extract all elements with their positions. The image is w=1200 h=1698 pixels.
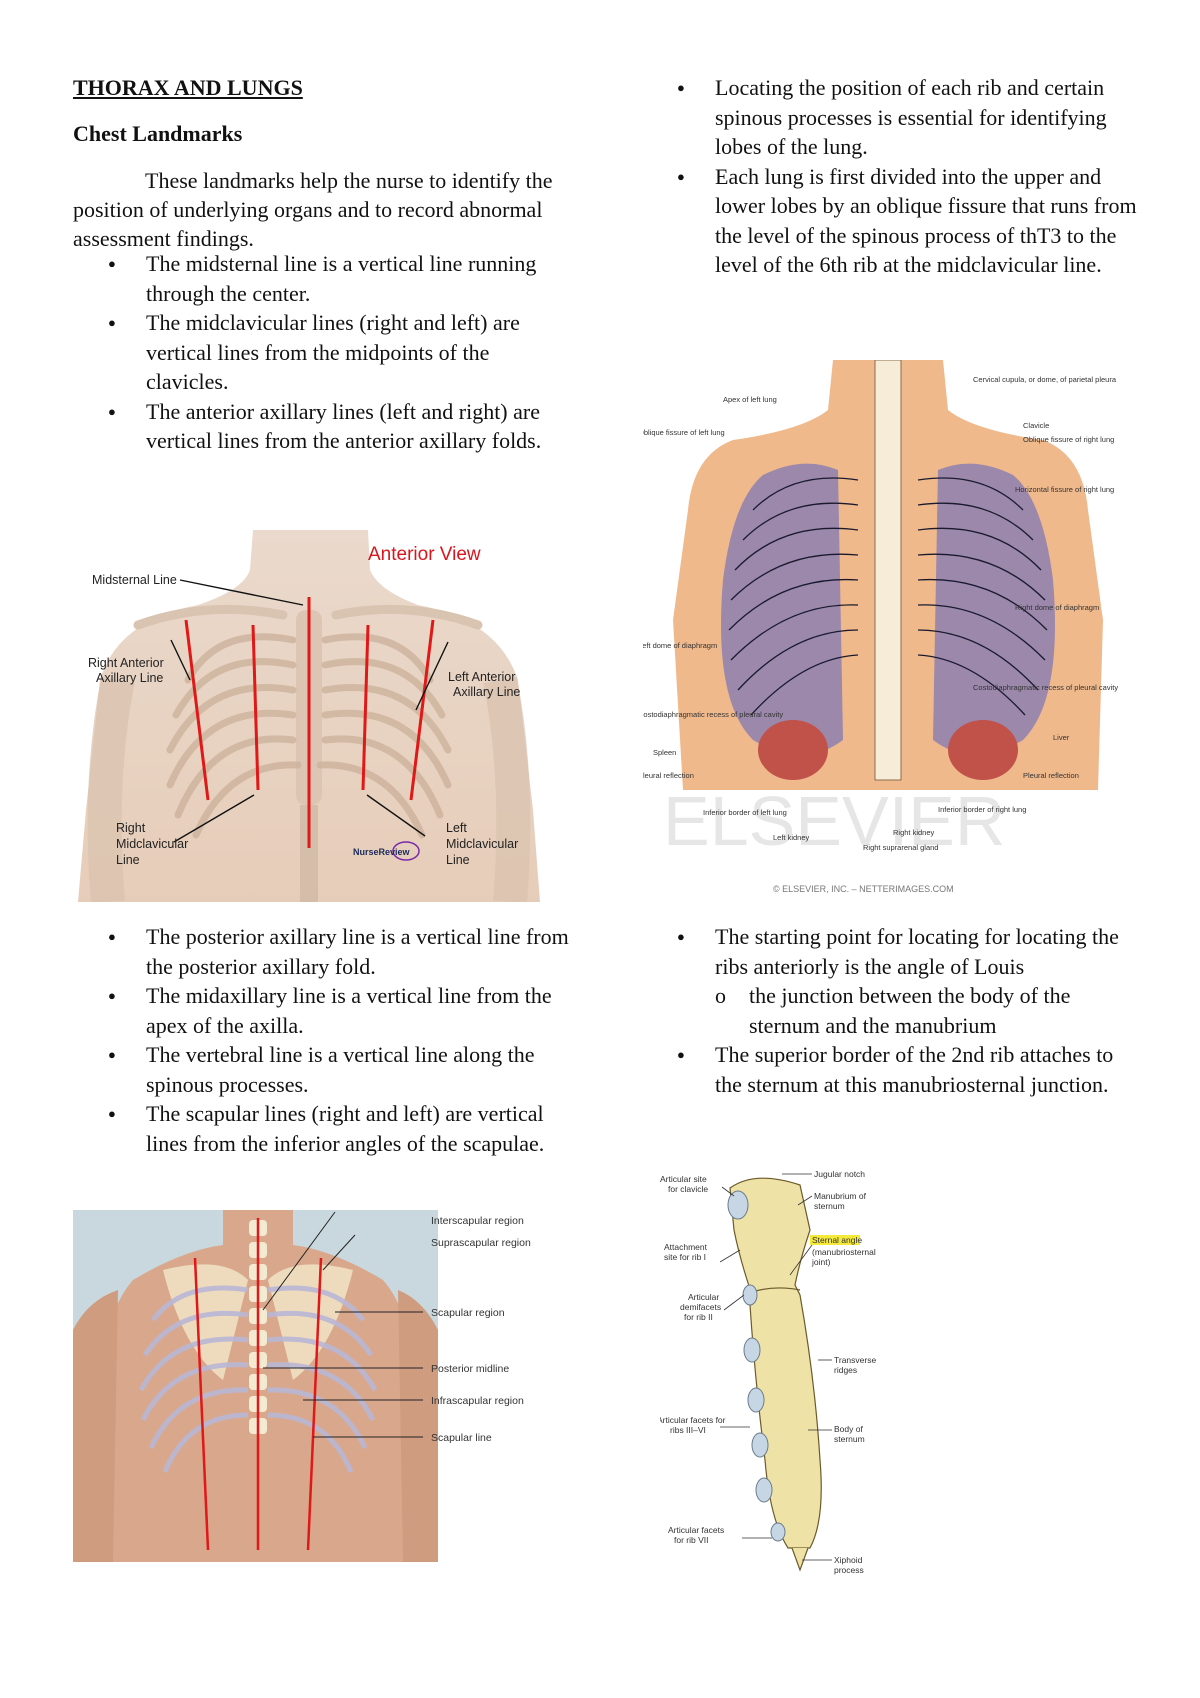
label-pleural-reflection-left: Pleural reflection <box>643 771 694 780</box>
label-manubrium: Manubrium of <box>814 1191 867 1201</box>
label-right-suprarenal: Right suprarenal gland <box>863 843 938 852</box>
label-midsternal-line: Midsternal Line <box>92 573 177 587</box>
label-interscapular: Interscapular region <box>431 1215 524 1227</box>
list-item: The anterior axillary lines (left and ri… <box>73 397 573 456</box>
label-xiphoid: process <box>834 1565 864 1575</box>
sternal-angle-highlight <box>810 1235 860 1245</box>
anterior-view-figure: Anterior View Midsternal Line Right Ante… <box>78 530 540 902</box>
label-sternal-angle: joint) <box>811 1257 831 1267</box>
list-item: The posterior axillary line is a vertica… <box>73 922 573 981</box>
label-demifacets: for rib II <box>684 1312 713 1322</box>
landmark-list-posterior: The posterior axillary line is a vertica… <box>73 922 573 1158</box>
label-right-anterior-axillary: Right Anterior <box>88 656 164 670</box>
label-posterior-midline: Posterior midline <box>431 1363 509 1375</box>
intro-paragraph: These landmarks help the nurse to identi… <box>73 168 553 251</box>
list-item-text: The starting point for locating for loca… <box>715 924 1119 979</box>
label-horizontal-fissure-right: Horizontal fissure of right lung <box>1015 485 1114 494</box>
label-right-anterior-axillary: Axillary Line <box>96 671 163 685</box>
list-item: The midclavicular lines (right and left)… <box>73 308 573 397</box>
label-clavicle: Clavicle <box>1023 421 1049 430</box>
posterior-lungs-figure: ELSEVIER Apex of left lung Oblique fissu… <box>643 360 1135 900</box>
landmark-list-anterior: The midsternal line is a vertical line r… <box>73 249 573 456</box>
label-right-kidney: Right kidney <box>893 828 935 837</box>
label-facets-7: for rib VII <box>674 1535 708 1545</box>
figure-credit: © ELSEVIER, INC. – NETTERIMAGES.COM <box>773 884 954 894</box>
label-costodiaphragmatic-right: Costodiaphragmatic recess of pleural cav… <box>973 683 1118 692</box>
label-right-midclavicular: Line <box>116 853 140 867</box>
label-xiphoid: Xiphoid <box>834 1555 863 1565</box>
anterior-view-heading: Anterior View <box>368 544 481 565</box>
label-facets-3-6: ribs III–VI <box>670 1425 706 1435</box>
lung-lobe-list: Locating the position of each rib and ce… <box>642 73 1142 280</box>
label-scapular-line: Scapular line <box>431 1432 492 1444</box>
list-item-text: The superior border of the 2nd rib attac… <box>715 1042 1114 1097</box>
label-right-midclavicular: Right <box>116 821 146 835</box>
label-attachment-rib1: Attachment <box>664 1242 708 1252</box>
label-demifacets: demifacets <box>680 1302 721 1312</box>
label-body-of-sternum: sternum <box>834 1434 865 1444</box>
anterior-view-illustration: Anterior View Midsternal Line Right Ante… <box>78 530 540 902</box>
label-sternal-angle: (manubriosternal <box>812 1247 876 1257</box>
label-sternal-angle: Sternal angle <box>812 1235 862 1245</box>
list-item: The starting point for locating for loca… <box>642 922 1142 1040</box>
label-transverse-ridges: ridges <box>834 1365 857 1375</box>
label-left-anterior-axillary: Left Anterior <box>448 670 515 684</box>
label-articular-site-clavicle: Articular site <box>660 1174 707 1184</box>
label-inferior-border-right: Inferior border of right lung <box>938 805 1026 814</box>
label-right-midclavicular: Midclavicular <box>116 837 188 851</box>
list-item: The midsternal line is a vertical line r… <box>73 249 573 308</box>
list-item: The superior border of the 2nd rib attac… <box>642 1040 1142 1099</box>
page-title: THORAX AND LUNGS <box>73 75 303 100</box>
label-left-midclavicular: Line <box>446 853 470 867</box>
sternum-illustration: Articular site for clavicle Attachment s… <box>660 1160 960 1600</box>
label-jugular-notch: Jugular notch <box>814 1169 865 1179</box>
sub-list: the junction between the body of the ste… <box>715 981 1142 1040</box>
label-left-anterior-axillary: Axillary Line <box>453 685 520 699</box>
label-left-kidney: Left kidney <box>773 833 810 842</box>
list-item: Each lung is first divided into the uppe… <box>642 162 1142 280</box>
label-manubrium: sternum <box>814 1201 845 1211</box>
nurse-review-logo: NurseReview <box>353 847 411 857</box>
label-facets-7: Articular facets <box>668 1525 724 1535</box>
label-infrascapular: Infrascapular region <box>431 1395 524 1407</box>
label-oblique-fissure-right: Oblique fissure of right lung <box>1023 435 1114 444</box>
posterior-lungs-illustration: ELSEVIER Apex of left lung Oblique fissu… <box>643 360 1135 900</box>
elsevier-watermark: ELSEVIER <box>663 782 1005 860</box>
list-item: The midaxillary line is a vertical line … <box>73 981 573 1040</box>
label-spleen: Spleen <box>653 748 676 757</box>
label-oblique-fissure-left: Oblique fissure of left lung <box>643 428 725 437</box>
label-facets-3-6: Articular facets for <box>660 1415 726 1425</box>
label-pleural-reflection-right: Pleural reflection <box>1023 771 1079 780</box>
label-cervical-cupula: Cervical cupula, or dome, of parietal pl… <box>973 375 1117 384</box>
label-left-midclavicular: Midclavicular <box>446 837 518 851</box>
label-inferior-border-left: Inferior border of left lung <box>703 808 787 817</box>
sternum-figure: Articular site for clavicle Attachment s… <box>660 1160 960 1600</box>
label-costodiaphragmatic-left: Costodiaphragmatic recess of pleural cav… <box>643 710 783 719</box>
list-item: The scapular lines (right and left) are … <box>73 1099 573 1158</box>
angle-of-louis-list: The starting point for locating for loca… <box>642 922 1142 1099</box>
label-transverse-ridges: Transverse <box>834 1355 876 1365</box>
label-demifacets: Articular <box>688 1292 719 1302</box>
section-heading: Chest Landmarks <box>73 121 243 146</box>
list-item: Locating the position of each rib and ce… <box>642 73 1142 162</box>
label-apex-left-lung: Apex of left lung <box>723 395 777 404</box>
list-item: The vertebral line is a vertical line al… <box>73 1040 573 1099</box>
sub-list-item: the junction between the body of the ste… <box>715 981 1142 1040</box>
label-left-midclavicular: Left <box>446 821 467 835</box>
label-liver: Liver <box>1053 733 1070 742</box>
label-right-dome: Right dome of diaphragm <box>1015 603 1099 612</box>
posterior-view-illustration: Interscapular region Suprascapular regio… <box>73 1210 568 1562</box>
posterior-view-figure: Interscapular region Suprascapular regio… <box>73 1210 568 1562</box>
label-left-dome: Left dome of diaphragm <box>643 641 717 650</box>
label-scapular-region: Scapular region <box>431 1307 505 1319</box>
label-attachment-rib1: site for rib I <box>664 1252 706 1262</box>
label-suprascapular: Suprascapular region <box>431 1237 531 1249</box>
label-articular-site-clavicle: for clavicle <box>668 1184 708 1194</box>
label-body-of-sternum: Body of <box>834 1424 863 1434</box>
